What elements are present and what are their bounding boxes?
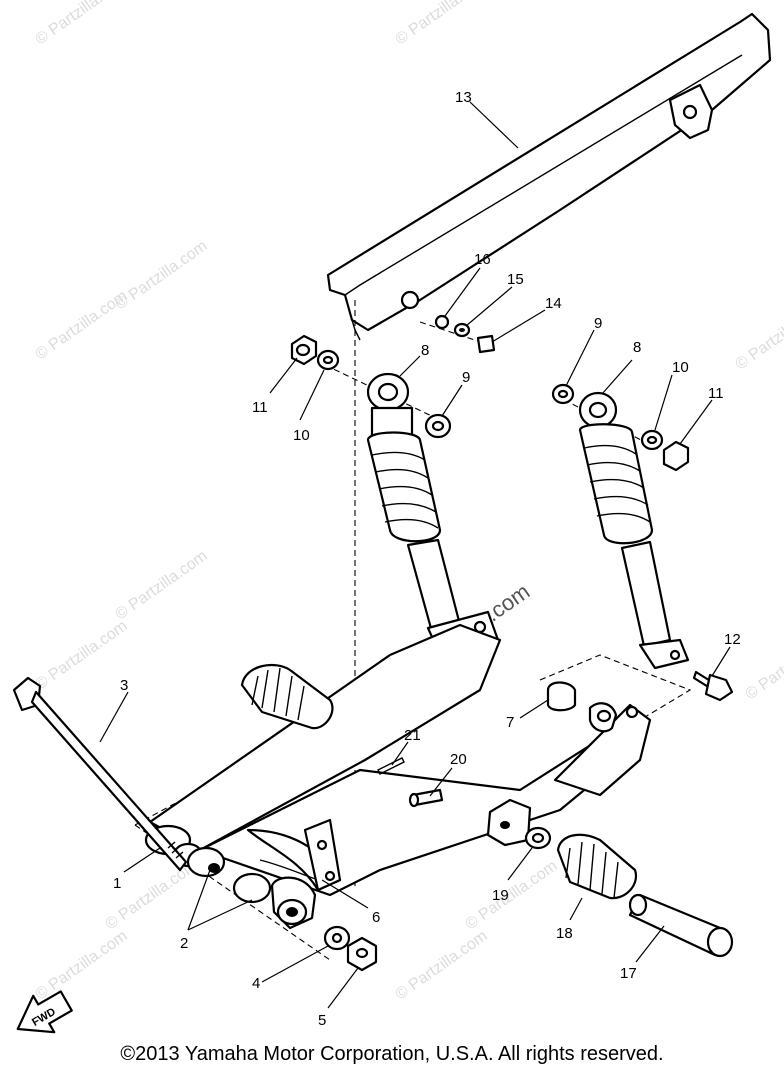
callout-5: 5: [318, 1012, 326, 1029]
watermark: © Partzilla.com: [33, 928, 131, 1004]
callout-6: 6: [372, 909, 380, 926]
watermark: © Partzilla.com: [393, 0, 491, 48]
callout-11-right: 11: [708, 385, 724, 402]
callout-14: 14: [545, 295, 562, 312]
watermark: © Partzilla.com: [103, 858, 201, 934]
callout-18: 18: [556, 925, 573, 942]
footrest-shaft: [628, 893, 734, 958]
watermark: © Partzilla.com: [743, 628, 784, 704]
watermark: © Partzilla.com: [33, 0, 131, 48]
watermark: © Partzilla.com: [113, 238, 211, 314]
callout-16: 16: [474, 251, 491, 268]
right-shock-absorber: [578, 391, 690, 670]
callout-10-right: 10: [672, 359, 689, 376]
bracket-parts: [377, 681, 618, 850]
copyright-notice: ©2013 Yamaha Motor Corporation, U.S.A. A…: [120, 1043, 664, 1065]
callout-21: 21: [404, 727, 421, 744]
callout-4: 4: [252, 975, 260, 992]
callout-19: 19: [492, 887, 509, 904]
callout-17: 17: [620, 965, 637, 982]
callout-20: 20: [450, 751, 467, 768]
watermark: © Partzilla.com: [33, 618, 131, 694]
callout-12: 12: [724, 631, 741, 648]
callout-9-left: 9: [462, 369, 470, 386]
callout-1: 1: [113, 875, 121, 892]
misc-fasteners: [323, 670, 734, 972]
callout-7: 7: [506, 714, 514, 731]
callout-labels: 13 16 15 14 8 9 9 8 10 11 11 10 3 12 7 2…: [113, 89, 741, 1029]
pivot-shaft: [12, 676, 188, 872]
watermark: © Partzilla.com: [463, 858, 561, 934]
watermark: © Partzilla.com: [733, 298, 784, 374]
chain-case: [326, 12, 772, 341]
callout-15: 15: [507, 271, 524, 288]
rear-arm: [148, 623, 652, 897]
callout-8-right: 8: [633, 339, 641, 356]
callout-9-right: 9: [594, 315, 602, 332]
watermark: © Partzilla.com: [393, 928, 491, 1004]
forward-arrow-icon: FWD: [16, 990, 73, 1034]
callout-2: 2: [180, 935, 188, 952]
callout-8-left: 8: [421, 342, 429, 359]
left-footrest: [240, 663, 334, 730]
callout-13: 13: [455, 89, 472, 106]
leader-lines: [99, 101, 731, 1009]
callout-10-left: 10: [293, 427, 310, 444]
callout-3: 3: [120, 677, 128, 694]
shock-fasteners: [290, 314, 690, 472]
right-footrest: [556, 833, 638, 900]
callout-11-left: 11: [252, 399, 268, 416]
watermark: © Partzilla.com: [113, 548, 211, 624]
